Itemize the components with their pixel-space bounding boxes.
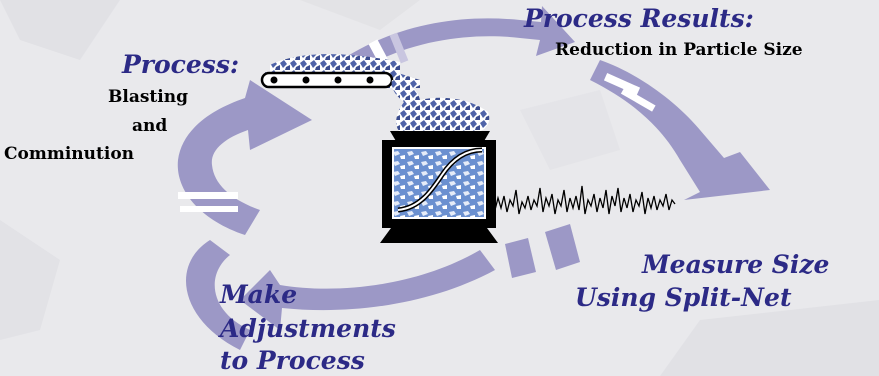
results-subtitle: Reduction in Particle Size	[555, 40, 803, 60]
cycle-arrow-bottom	[186, 240, 495, 350]
adjust-label-line: to Process	[220, 346, 365, 375]
cycle-arrow-left	[177, 80, 312, 235]
rock-pile-icon	[391, 80, 490, 132]
adjust-label-line: Make	[220, 280, 298, 309]
arrow-segment	[389, 32, 409, 64]
process-description-line: and	[132, 116, 168, 136]
results-title: Process Results:	[524, 4, 754, 33]
measure-label-line: Using Split-Net	[575, 283, 792, 312]
waveform-icon	[487, 185, 676, 215]
process-description-line: Comminution	[4, 144, 135, 164]
process-title: Process:	[122, 50, 240, 79]
measure-label-line: Measure Size	[642, 250, 830, 279]
monitor-icon	[380, 140, 498, 243]
arrow-segment	[620, 87, 656, 112]
adjust-label-line: Adjustments	[220, 314, 396, 343]
cycle-arrow-right	[590, 60, 770, 200]
process-description-line: Blasting	[108, 87, 188, 107]
cycle-arrow-bottom-right	[505, 224, 580, 278]
arrow-segment	[603, 73, 641, 95]
arrow-segment	[178, 192, 238, 199]
arrow-segment	[180, 206, 238, 212]
